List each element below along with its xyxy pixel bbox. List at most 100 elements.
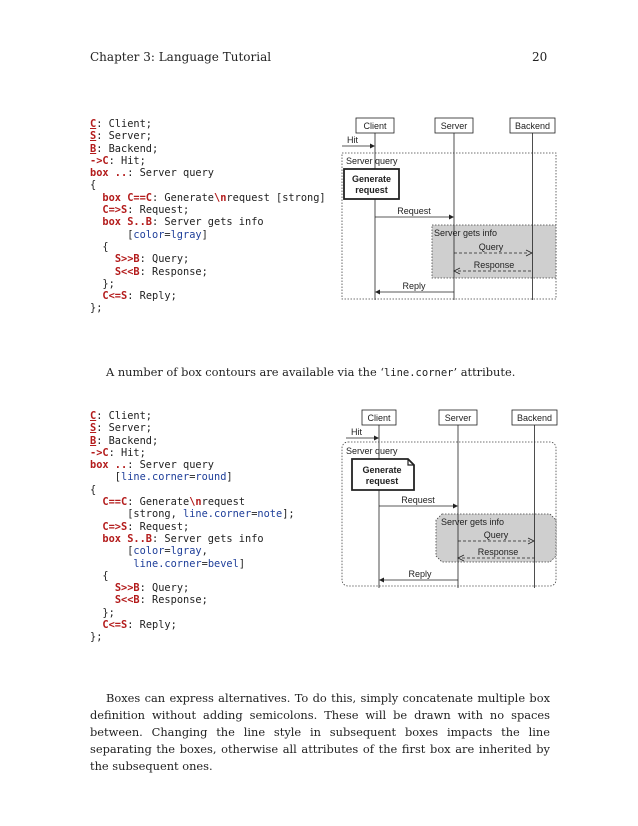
code-text: };	[90, 606, 115, 619]
code-text: : Generate	[152, 191, 215, 204]
code-token: S>>B	[114, 582, 140, 595]
paragraph-text: ’ attribute.	[453, 365, 516, 379]
code-text	[90, 533, 102, 545]
message-label: Response	[478, 547, 519, 557]
code-token: box C==C	[102, 191, 153, 204]
code-line: [color=lgray,	[90, 545, 208, 557]
code-token: line.corner	[183, 508, 252, 521]
code-token: note	[257, 508, 283, 521]
message-label: Query	[479, 242, 504, 252]
code-text: =	[164, 545, 171, 558]
entity-label: Server	[441, 121, 468, 131]
code-text: =	[164, 228, 171, 241]
page-number: 20	[532, 50, 548, 64]
message-label: Reply	[402, 281, 426, 291]
code-text: ,	[201, 545, 208, 558]
code-line: S>>B: Query;	[90, 253, 189, 265]
code-token: C<=S	[102, 619, 128, 632]
code-token: S>>B	[114, 253, 140, 266]
code-text: : Response;	[139, 265, 208, 278]
paragraph-2: Boxes can express alternatives. To do th…	[90, 690, 550, 775]
box-label: Server query	[346, 156, 398, 166]
code-token: lgray	[170, 228, 202, 241]
arrow-head	[370, 143, 375, 149]
code-text: {	[90, 569, 109, 582]
code-text: ]	[238, 557, 246, 570]
code-text: : Server query	[127, 167, 214, 180]
note-fold	[407, 459, 414, 466]
code-token: box S..B	[102, 532, 153, 545]
code-text: =	[201, 557, 208, 570]
code-line: box ..: Server query	[90, 459, 214, 471]
code-text: : Client;	[96, 118, 152, 130]
arrow-head	[449, 214, 454, 220]
code-token: line.corner	[121, 471, 190, 484]
arrow-head	[457, 554, 465, 562]
code-text: : Server;	[96, 130, 152, 143]
code-line: ->C: Hit;	[90, 447, 146, 459]
code-token: C	[90, 118, 97, 130]
code-text: : Hit;	[108, 154, 146, 167]
arrow-head	[453, 503, 458, 509]
inner-box-1	[343, 168, 400, 200]
code-token: \n	[189, 496, 202, 509]
code-text: : Server query	[127, 459, 214, 472]
outer-box-2	[341, 441, 557, 587]
code-token: C	[90, 410, 97, 422]
sequence-diagram-2: Client Server Backend Hit Server query G…	[341, 409, 558, 588]
code-text: : Backend;	[96, 142, 159, 155]
code-text: request [strong]	[226, 191, 326, 204]
message-label: Reply	[408, 569, 432, 579]
code-text: [	[90, 471, 121, 484]
code-line: box S..B: Server gets info	[90, 532, 264, 545]
code-line: C: Client;	[90, 410, 152, 422]
code-token: C=>S	[102, 204, 128, 217]
inline-code: line.corner	[383, 367, 454, 379]
code-text: : Server gets info	[152, 532, 264, 545]
entity-label: Backend	[515, 121, 550, 131]
code-text: : Reply;	[127, 290, 177, 303]
code-text: : Server gets info	[152, 216, 264, 229]
code-text: [	[90, 228, 134, 241]
code-text: : Backend;	[96, 434, 159, 447]
code-line: B: Backend;	[90, 435, 158, 447]
code-text: };	[90, 631, 103, 644]
entity-label: Client	[363, 121, 387, 131]
code-text: =	[251, 508, 258, 521]
code-token: ->C	[90, 446, 109, 459]
code-text: : Response;	[139, 594, 208, 607]
arrow-head	[375, 289, 380, 295]
code-line: {	[90, 179, 96, 191]
code-text: {	[90, 240, 109, 253]
code-token: \n	[214, 191, 227, 204]
code-line: B: Backend;	[90, 143, 158, 155]
paragraph-1: A number of box contours are available v…	[90, 364, 550, 382]
code-text	[90, 192, 102, 204]
paragraph-text: Boxes can express alternatives. To do th…	[90, 691, 550, 773]
chapter-header: Chapter 3: Language Tutorial	[90, 50, 272, 64]
box-label: request	[355, 185, 388, 195]
code-line: S>>B: Query;	[90, 582, 189, 594]
code-token: C=>S	[102, 520, 128, 533]
code-text: : Generate	[127, 496, 190, 509]
code-line: C<=S: Reply;	[90, 619, 177, 632]
code-line: };	[90, 606, 115, 619]
code-text	[90, 496, 102, 508]
code-token: box ..	[90, 459, 128, 472]
code-token: color	[133, 228, 165, 241]
box-label: Server gets info	[434, 228, 497, 238]
code-line: C: Client;	[90, 118, 152, 130]
message-label: Response	[474, 260, 515, 270]
gray-box-2	[435, 513, 557, 563]
box-label: request	[366, 476, 399, 486]
message-label: Request	[401, 495, 435, 505]
code-text: =	[189, 471, 196, 484]
code-token: color	[133, 545, 165, 558]
code-text: : Request;	[127, 204, 190, 217]
code-line: {	[90, 240, 109, 253]
code-text: : Reply;	[127, 619, 177, 632]
code-line: {	[90, 569, 109, 582]
code-token: S	[90, 130, 97, 143]
code-text: ]	[201, 228, 208, 241]
